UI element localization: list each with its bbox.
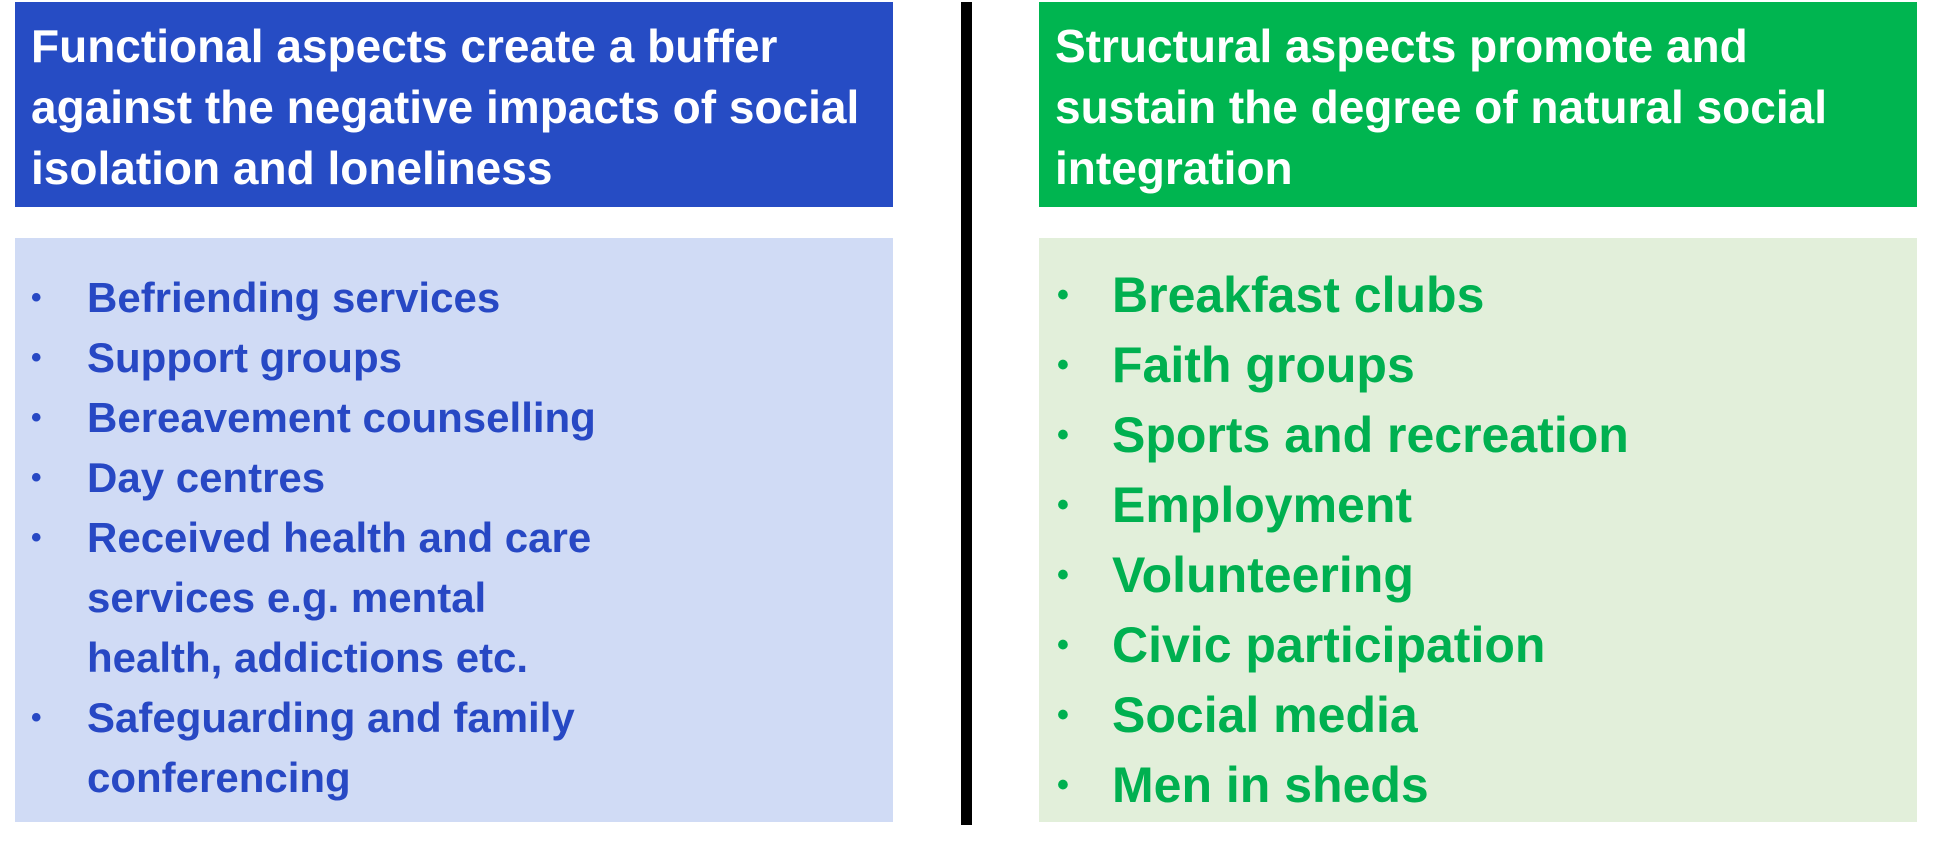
list-item: • Civic participation	[1039, 610, 1917, 680]
item-text: Befriending services	[87, 274, 501, 321]
bullet-icon: •	[1057, 276, 1069, 314]
list-item: • Sports and recreation	[1039, 400, 1917, 470]
bullet-icon: •	[31, 701, 42, 734]
list-item: • Day centres	[15, 448, 893, 508]
bullet-icon: •	[1057, 766, 1069, 804]
item-text: Employment	[1112, 477, 1413, 533]
item-text: Social media	[1112, 687, 1418, 743]
bullet-icon: •	[1057, 346, 1069, 384]
list-item: • Social media	[1039, 680, 1917, 750]
item-text: Support groups	[87, 334, 402, 381]
list-item: • Befriending services	[15, 268, 893, 328]
item-text: Faith groups	[1112, 337, 1415, 393]
bullet-icon: •	[1057, 696, 1069, 734]
structural-header: Structural aspects promote and sustain t…	[1039, 2, 1917, 207]
bullet-icon: •	[1057, 486, 1069, 524]
item-text: Sports and recreation	[1112, 407, 1629, 463]
item-text: Civic participation	[1112, 617, 1546, 673]
bullet-icon: •	[1057, 626, 1069, 664]
bullet-icon: •	[31, 401, 42, 434]
item-text: Men in sheds	[1112, 757, 1429, 813]
bullet-icon: •	[31, 341, 42, 374]
functional-list-box: • Befriending services • Support groups • B…	[15, 238, 893, 822]
list-item: • Breakfast clubs	[1039, 260, 1917, 330]
list-item: • Volunteering	[1039, 540, 1917, 610]
bullet-icon: •	[1057, 556, 1069, 594]
functional-header: Functional aspects create a buffer again…	[15, 2, 893, 207]
list-item: • Support groups	[15, 328, 893, 388]
list-item: • Safeguarding and family conferencing	[15, 688, 607, 808]
structural-list-box: • Breakfast clubs • Faith groups • Sports a…	[1039, 238, 1917, 822]
list-item: • Received health and care services e.g. …	[15, 508, 607, 688]
structural-list: • Breakfast clubs • Faith groups • Sports a…	[1039, 260, 1917, 820]
bullet-icon: •	[1057, 416, 1069, 454]
item-text: Day centres	[87, 454, 326, 501]
functional-list: • Befriending services • Support groups • B…	[15, 268, 893, 808]
list-item: • Bereavement counselling	[15, 388, 893, 448]
functional-title: Functional aspects create a buffer again…	[31, 20, 860, 194]
item-text: Safeguarding and family conferencing	[87, 694, 575, 801]
item-text: Bereavement counselling	[87, 394, 596, 441]
bullet-icon: •	[31, 281, 42, 314]
list-item: • Men in sheds	[1039, 750, 1917, 820]
item-text: Received health and care services e.g. m…	[87, 514, 592, 681]
bullet-icon: •	[31, 521, 42, 554]
item-text: Breakfast clubs	[1112, 267, 1485, 323]
item-text: Volunteering	[1112, 547, 1414, 603]
bullet-icon: •	[31, 461, 42, 494]
column-divider	[961, 2, 972, 825]
list-item: • Faith groups	[1039, 330, 1917, 400]
list-item: • Employment	[1039, 470, 1917, 540]
structural-title: Structural aspects promote and sustain t…	[1055, 20, 1827, 194]
